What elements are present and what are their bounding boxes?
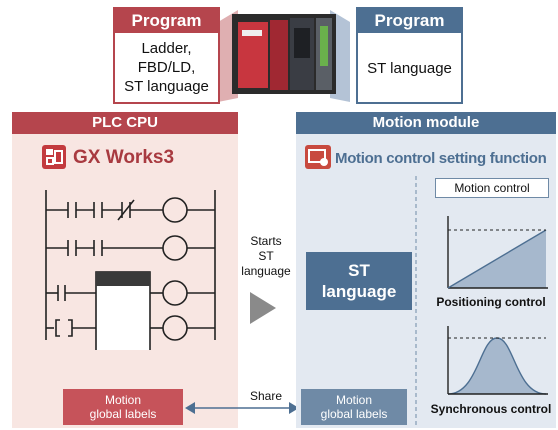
st-language-box: ST language <box>306 252 412 310</box>
synchronous-control-caption: Synchronous control <box>430 402 552 416</box>
motion-module-header: Motion module <box>296 112 556 134</box>
program-box-right: Program ST language <box>356 7 463 104</box>
program-title-right: Program <box>358 9 461 33</box>
program-body-left: Ladder, FBD/LD, ST language <box>115 33 218 96</box>
motion-control-label-box: Motion control <box>435 178 549 198</box>
starts-line: language <box>241 264 291 278</box>
global-label-line: global labels <box>320 407 388 421</box>
global-label-line: global labels <box>89 407 157 421</box>
hardware-illustration <box>218 10 350 102</box>
gx-works3-title: GX Works3 <box>73 147 175 168</box>
dashed-divider <box>415 176 417 426</box>
program-line: FBD/LD, <box>137 59 196 76</box>
motion-global-labels-box: Motion global labels <box>301 389 407 425</box>
plc-unit-icon <box>232 14 336 94</box>
starts-line: Starts <box>250 234 282 248</box>
starts-st-language-text: Starts ST language <box>238 234 294 279</box>
program-body-right: ST language <box>358 33 461 78</box>
global-label-line: Motion <box>335 393 373 407</box>
st-box-line: language <box>321 282 397 301</box>
program-line: ST language <box>124 78 209 95</box>
gx-works3-icon <box>42 145 66 169</box>
motion-setting-title: Motion control setting function <box>335 150 547 167</box>
play-arrow-icon <box>250 292 276 324</box>
synchronous-control-graph <box>447 326 548 395</box>
program-line: ST language <box>367 60 452 77</box>
positioning-control-caption: Positioning control <box>436 295 546 309</box>
ladder-diagram <box>45 190 216 350</box>
plc-cpu-header: PLC CPU <box>12 112 238 134</box>
plc-global-labels-box: Motion global labels <box>63 389 183 425</box>
share-double-arrow <box>185 402 299 414</box>
program-title-left: Program <box>115 9 218 33</box>
positioning-control-graph <box>447 216 548 289</box>
motion-setting-icon <box>305 145 331 169</box>
plc-cpu-panel: PLC CPU <box>12 112 238 428</box>
program-line: Ladder, <box>141 40 192 57</box>
st-box-line: ST <box>348 261 370 280</box>
program-box-left: Program Ladder, FBD/LD, ST language <box>113 7 220 104</box>
share-text: Share <box>249 389 283 403</box>
function-block-header <box>96 272 150 286</box>
global-label-line: Motion <box>104 393 142 407</box>
starts-line: ST <box>258 249 274 263</box>
